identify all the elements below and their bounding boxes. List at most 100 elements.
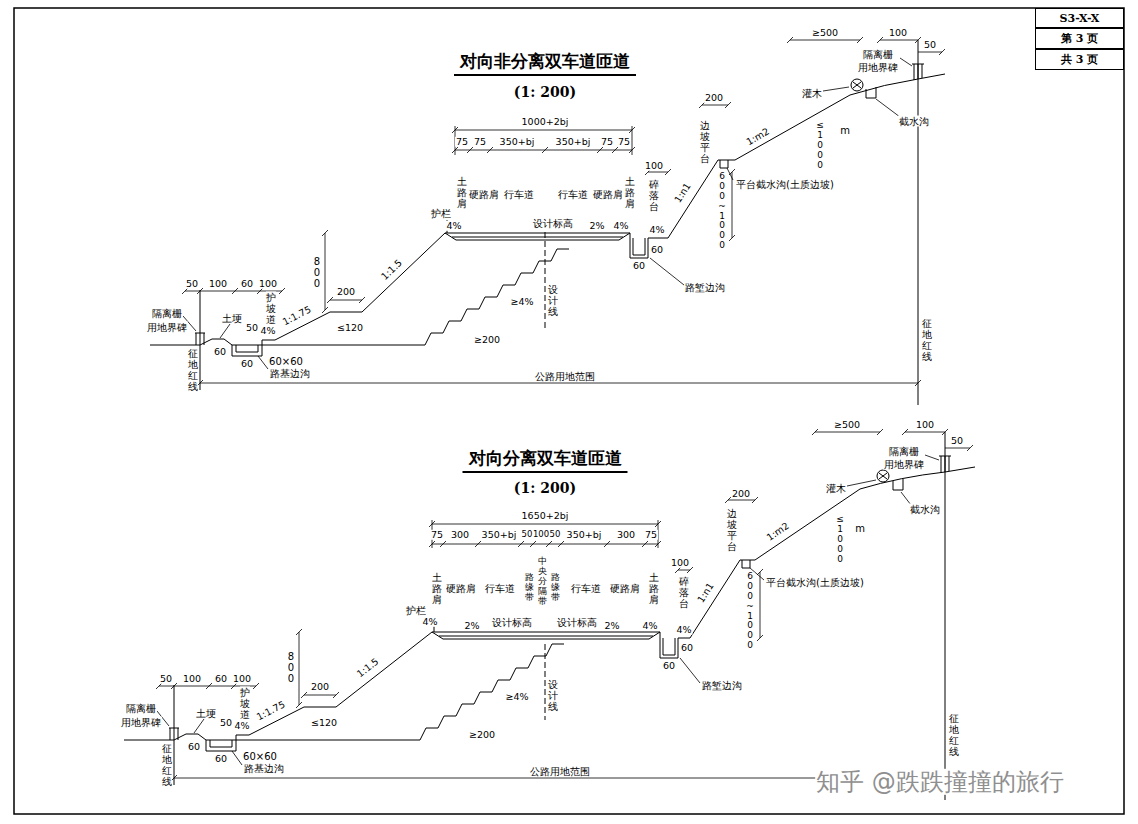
annotation-label: 路基边沟 [243,763,285,774]
dimension-label: 350+bj [566,530,603,540]
dimension-label: 100 [670,558,690,568]
slope-ratio: 1:m2 [744,126,772,148]
vertical-label: 护坡道 [240,687,250,720]
annotation-label: 土埂 [195,708,217,719]
title-block-cell: 共 3 页 [1035,49,1124,70]
vertical-label: 600~1000 [718,172,727,251]
vertical-label: 800 [312,256,322,289]
upper-section [150,37,945,405]
annotation-label: m [839,125,851,136]
sheet-number: 第 3 页 [1061,31,1098,46]
vertical-label: 征地红线 [922,318,932,362]
dimension-label: 50 [219,718,233,728]
dimension-label: 2% [463,621,480,631]
watermark: 知乎 @跌跌撞撞的旅行 [815,769,1065,795]
dimension-label: 4% [641,621,658,631]
dimension-label: 4% [259,326,276,336]
dimension-label: 200 [310,682,330,692]
dimension-label: 60 [240,279,254,289]
vertical-label: 碎落台 [679,576,689,609]
dimension-label: 75 [430,530,444,540]
sheet-number: S3-X-X [1060,12,1100,25]
annotation-label: 截水沟 [898,116,930,127]
design-line [545,232,546,330]
vertical-label: 边坡平台 [727,508,737,552]
dimension-label: 200 [731,489,751,499]
dimension-label: 60 [240,359,254,369]
dimension-label: 50 [185,279,199,289]
dimension-label: 75 [455,137,469,147]
annotation-label: 行车道 [570,583,602,594]
dimension-label: 4% [675,625,692,635]
scale-label: (1: 200) [513,84,577,100]
leader-lines [157,455,939,765]
dimension-label: 100 [533,530,549,539]
annotation-label: 公路用地范围 [529,766,591,777]
dimension-label: ≥4% [504,692,529,702]
vertical-label: 征地红线 [162,743,172,787]
dimension-label: 1000+2bj [521,117,570,127]
annotation-label: 用地界碑 [857,62,899,73]
dimension-label: 4% [648,225,665,235]
sheet-frame [14,8,1124,814]
scale-label: (1: 200) [513,480,577,496]
dimension-label: ≥500 [833,420,861,430]
dimension-label: 60 [187,742,201,752]
dimension-label: 60 [680,643,694,653]
annotation-label: 平台截水沟(土质边坡) [735,179,835,190]
annotation-label: 平台截水沟(土质边坡) [765,577,865,588]
vertical-label: 土路肩 [457,176,467,209]
dimension-label: ≥500 [811,28,839,38]
annotation-label: 行车道 [503,189,535,200]
vertical-label: 征地红线 [188,348,198,392]
vertical-label: 土路肩 [432,572,442,605]
title-block-cell: 第 3 页 [1035,28,1124,49]
dimension-label: 100 [258,279,278,289]
vertical-label: 碎落台 [649,179,659,212]
dimension-label: 75 [473,137,487,147]
dimension-label: 60 [214,674,228,684]
shrub-symbol [879,473,887,479]
dimension-label: ≥4% [509,297,534,307]
annotation-label: 灌木 [825,483,847,494]
dimension-label: 50 [550,530,561,539]
dimension-label: 4% [612,221,629,231]
vertical-label: 路缘带 [551,573,560,603]
vertical-label: ≤1000 [816,121,825,170]
slope-ratio: 1:1.5 [379,257,405,283]
annotation-label: 用地界碑 [120,717,162,728]
shrub-symbol [851,79,863,91]
dimension-label: 350+bj [499,137,536,147]
vertical-label: ≤1000 [836,515,845,564]
annotation-label: 隔离栅 [888,446,920,457]
dimension-label: ≥200 [468,730,496,740]
shrub-symbol [877,470,889,482]
sheet-number: 共 3 页 [1061,52,1098,67]
dimension-label: 2% [603,621,620,631]
lower-section [124,429,975,800]
annotation-label: 60×60 [242,751,278,762]
annotation-label: 路基边沟 [269,368,311,379]
annotation-label: 硬路肩 [592,189,624,200]
dimension-label: 60 [632,261,646,271]
annotation-label: 隔离栅 [125,703,157,714]
annotation-label: 60×60 [268,356,304,367]
annotation-label: 用地界碑 [883,459,925,470]
annotation-label: 公路用地范围 [534,371,596,382]
dimension-label: 1650+2bj [521,511,570,521]
vertical-label: 土路肩 [649,572,659,605]
annotation-label: 设计标高 [532,218,574,229]
annotation-label: 护栏 [405,605,427,616]
dimension-label: 4% [421,617,438,627]
annotation-label: 设计标高 [556,617,598,628]
dimension-label: 50 [159,674,173,684]
annotation-label: 隔离栅 [151,308,183,319]
leader-lines [183,58,912,369]
dimension-label: 300 [616,530,636,540]
dimension-label: 100 [208,279,228,289]
section-title: 对向非分离双车道匝道 [454,50,636,76]
annotation-label: 设计标高 [491,617,533,628]
vertical-label: 中央分隔带 [538,557,547,606]
dimension-label: 50 [950,436,964,446]
